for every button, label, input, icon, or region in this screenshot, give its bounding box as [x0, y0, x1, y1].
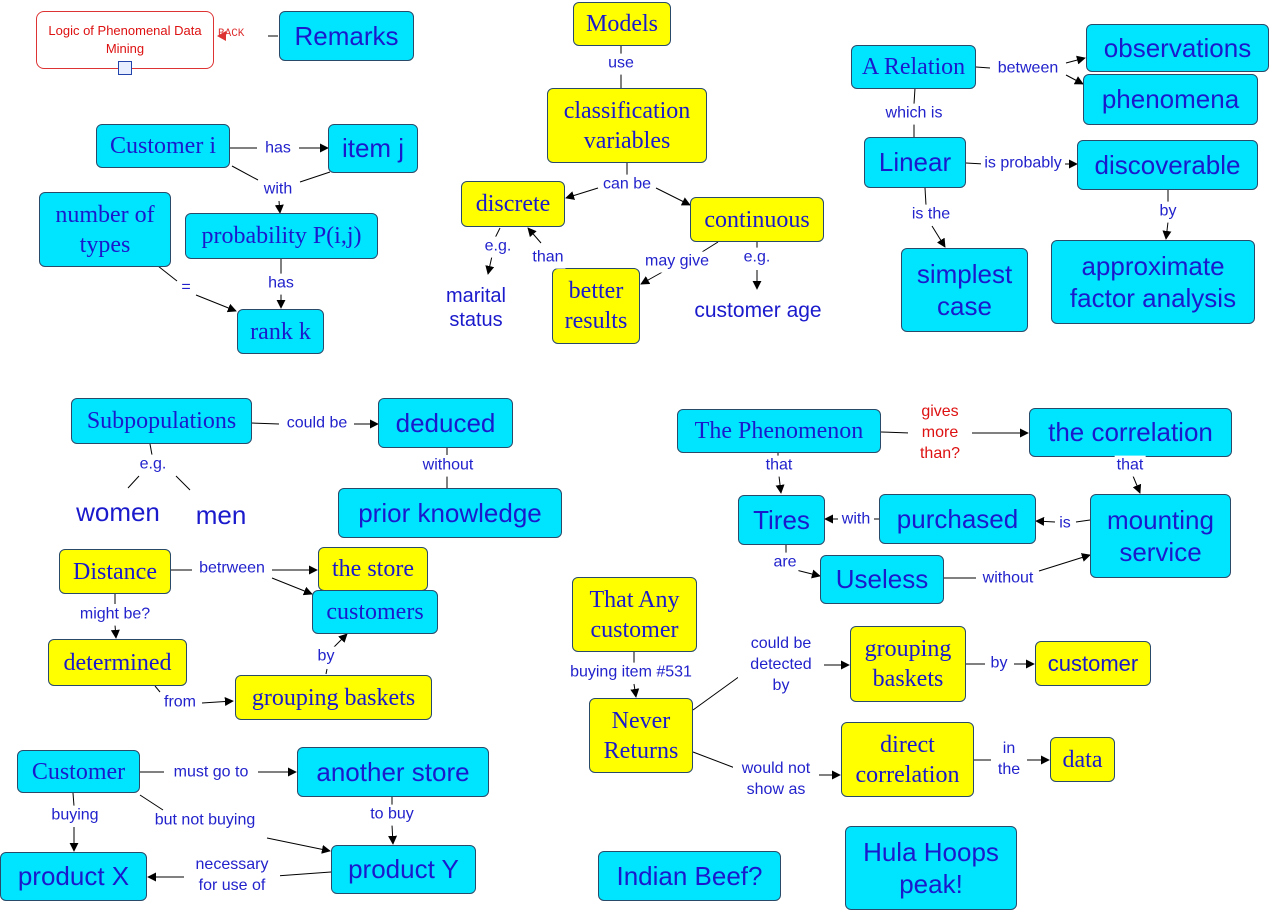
node-linear[interactable]: Linear — [864, 137, 966, 188]
node-men: men — [195, 500, 247, 530]
reference-title: Logic of Phenomenal Data Mining — [48, 23, 202, 56]
node-grouping-baskets-right[interactable]: grouping baskets — [850, 626, 966, 702]
node-marital-status: marital status — [445, 285, 506, 331]
node-customer-i[interactable]: Customer i — [96, 124, 230, 168]
node-indian-beef[interactable]: Indian Beef? — [598, 851, 781, 901]
node-data[interactable]: data — [1050, 737, 1115, 782]
node-direct-correlation[interactable]: direct correlation — [841, 722, 974, 797]
remarks-node[interactable]: Remarks — [279, 11, 414, 61]
link-eg-discrete: e.g. — [482, 236, 514, 258]
link-can-be: can be — [600, 174, 654, 196]
link-equals: = — [179, 277, 193, 299]
node-the-correlation[interactable]: the correlation — [1029, 408, 1232, 457]
node-observations[interactable]: observations — [1086, 24, 1269, 72]
link-gives-more-than: gives more than? — [908, 401, 972, 465]
link-has-item: has — [263, 138, 293, 160]
link-necessary-for-use-of: necessary for use of — [184, 855, 280, 897]
node-useless[interactable]: Useless — [820, 555, 944, 604]
node-better-results[interactable]: better results — [552, 268, 640, 344]
link-would-not-show-as: would not show as — [733, 759, 819, 801]
link-could-be: could be — [284, 413, 350, 435]
link-use: use — [606, 53, 636, 75]
back-link[interactable]: BACK — [218, 28, 245, 40]
node-customer-age: customer age — [694, 299, 822, 322]
node-the-phenomenon[interactable]: The Phenomenon — [677, 409, 881, 453]
node-hula-hoops[interactable]: Hula Hoops peak! — [845, 826, 1017, 910]
concept-map-reference[interactable]: Logic of Phenomenal Data Mining — [36, 11, 214, 69]
link-from: from — [162, 692, 198, 714]
link-by-factor: by — [1157, 201, 1179, 223]
node-item-j[interactable]: item j — [328, 124, 418, 173]
link-that-mounting: that — [1114, 455, 1146, 477]
node-product-x[interactable]: product X — [0, 852, 147, 901]
link-is-the: is the — [909, 204, 953, 226]
link-than: than — [530, 247, 566, 269]
link-buying-item: buying item #531 — [568, 662, 694, 684]
node-subpopulations[interactable]: Subpopulations — [71, 398, 252, 444]
link-with-tires: with — [839, 509, 873, 531]
node-customer[interactable]: Customer — [17, 750, 140, 793]
link-might-be: might be? — [77, 604, 153, 626]
node-a-relation[interactable]: A Relation — [851, 45, 976, 89]
link-in-the: in the — [991, 739, 1027, 781]
node-classification-variables[interactable]: classification variables — [547, 88, 707, 163]
link-by-grouping: by — [315, 646, 337, 668]
node-never-returns[interactable]: Never Returns — [589, 698, 693, 773]
node-models[interactable]: Models — [573, 2, 671, 46]
node-rank-k[interactable]: rank k — [237, 309, 324, 354]
link-may-give: may give — [642, 251, 712, 273]
node-women: women — [76, 497, 160, 527]
link-could-be-detected-by: could be detected by — [738, 633, 824, 697]
link-betrween: betrween — [197, 558, 267, 580]
link-between: between — [995, 58, 1061, 80]
node-simplest-case[interactable]: simplest case — [901, 248, 1028, 332]
node-purchased[interactable]: purchased — [879, 494, 1036, 544]
node-discrete[interactable]: discrete — [461, 181, 565, 227]
link-which-is: which is — [883, 103, 945, 125]
link-buying: buying — [49, 805, 101, 827]
link-are: are — [771, 552, 799, 574]
node-product-y[interactable]: product Y — [331, 845, 476, 894]
node-grouping-baskets-left[interactable]: grouping baskets — [235, 675, 432, 720]
link-without-mounting: without — [980, 568, 1036, 590]
link-without-prior: without — [420, 455, 476, 477]
node-continuous[interactable]: continuous — [690, 197, 824, 242]
link-that-tires: that — [763, 455, 795, 477]
node-discoverable[interactable]: discoverable — [1077, 140, 1258, 190]
node-customers[interactable]: customers — [312, 590, 438, 634]
link-is: is — [1057, 513, 1073, 535]
node-determined[interactable]: determined — [48, 639, 187, 686]
link-is-probably: is probably — [981, 153, 1065, 175]
node-distance[interactable]: Distance — [59, 549, 171, 594]
node-probability[interactable]: probability P(i,j) — [185, 213, 378, 259]
link-has-rank: has — [266, 273, 296, 295]
node-prior-knowledge[interactable]: prior knowledge — [338, 488, 562, 538]
node-tires[interactable]: Tires — [738, 495, 825, 545]
node-number-of-types[interactable]: number of types — [39, 192, 171, 267]
link-eg-subpop: e.g. — [137, 454, 169, 476]
link-by-customer: by — [988, 653, 1010, 675]
node-mounting-service[interactable]: mounting service — [1090, 494, 1231, 578]
link-with: with — [261, 179, 295, 201]
link-but-not-buying: but not buying — [152, 810, 258, 832]
node-that-any-customer[interactable]: That Any customer — [572, 577, 697, 652]
link-must-go-to: must go to — [171, 762, 251, 784]
node-phenomena[interactable]: phenomena — [1083, 74, 1258, 125]
node-customer-right[interactable]: customer — [1035, 641, 1151, 686]
node-another-store[interactable]: another store — [297, 747, 489, 797]
node-approximate-factor-analysis[interactable]: approximate factor analysis — [1051, 240, 1255, 324]
link-to-buy: to buy — [368, 804, 416, 826]
link-eg-continuous: e.g. — [741, 247, 773, 269]
concept-map-icon[interactable] — [118, 61, 132, 75]
node-the-store[interactable]: the store — [318, 547, 428, 591]
node-deduced[interactable]: deduced — [378, 398, 513, 448]
